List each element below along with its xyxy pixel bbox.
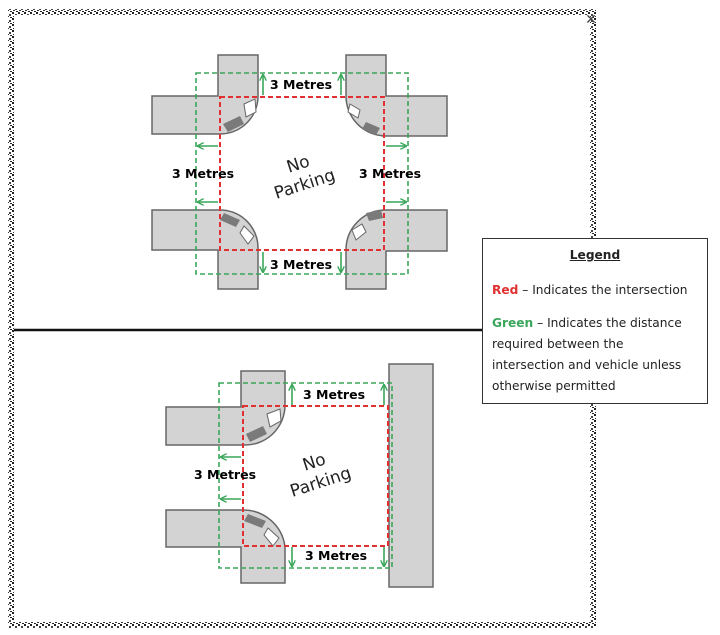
close-icon: ✕ [585, 12, 597, 28]
top-intersection-box [219, 96, 385, 251]
bottom-distance-box [218, 382, 393, 569]
legend-box: Legend Red – Indicates the intersection … [482, 238, 708, 404]
legend-entry-red: Red – Indicates the intersection [492, 280, 698, 301]
top-arrows [198, 75, 406, 272]
bottom-roads [165, 363, 434, 588]
top-label-right: 3 Metres [359, 166, 421, 181]
legend-red-text: – Indicates the intersection [518, 283, 688, 297]
bottom-curb-ramps [244, 408, 282, 547]
top-distance-box [195, 72, 409, 275]
bottom-intersection-box [242, 405, 389, 547]
legend-red-word: Red [492, 283, 519, 297]
bottom-arrows [221, 385, 384, 566]
close-button[interactable]: ✕ [582, 11, 600, 29]
top-label-top: 3 Metres [270, 77, 332, 92]
top-label-left: 3 Metres [172, 166, 234, 181]
top-label-bottom: 3 Metres [270, 257, 332, 272]
bottom-label-left: 3 Metres [194, 467, 256, 482]
legend-green-text: – Indicates the distance required betwee… [492, 316, 682, 393]
legend-green-word: Green [492, 316, 534, 330]
top-curb-ramps [220, 98, 383, 245]
legend-entry-green: Green – Indicates the distance required … [492, 313, 698, 397]
bottom-label-bottom: 3 Metres [305, 548, 367, 563]
bottom-label-top: 3 Metres [303, 387, 365, 402]
top-roads [151, 54, 448, 290]
top-intersection-diagram: 3 Metres 3 Metres 3 Metres 3 Metres No P… [151, 54, 448, 290]
legend-title: Legend [569, 248, 621, 262]
